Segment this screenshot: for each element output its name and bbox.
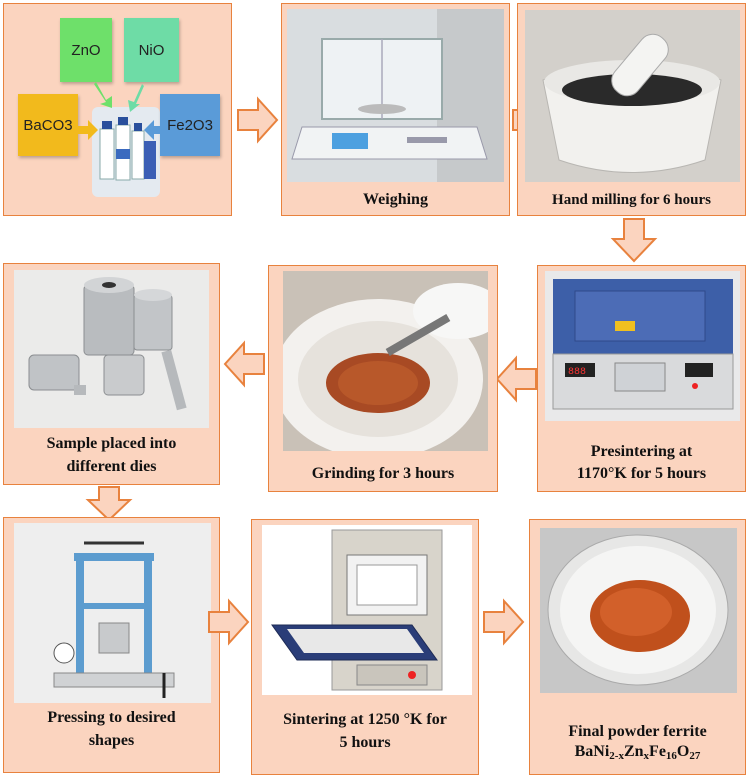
hydraulic-press-image — [14, 523, 211, 703]
pressing-box: Pressing to desired shapes — [3, 517, 220, 773]
reagent-pointer-arrows — [78, 82, 160, 140]
final-powder-caption: Final powder ferrite — [568, 723, 707, 740]
svg-text:888: 888 — [568, 367, 586, 378]
arrow-sintering-to-final — [483, 598, 525, 646]
mortar-pestle-image — [525, 10, 740, 182]
grinding-caption: Grinding for 3 hours — [311, 465, 455, 482]
grinding-box: Grinding for 3 hours — [268, 265, 498, 492]
presintering-caption-line1: Presintering at — [590, 443, 693, 460]
grinding-bowl-image — [283, 271, 488, 451]
hand-milling-caption: Hand milling for 6 hours — [552, 192, 711, 208]
final-powder-image — [540, 528, 737, 693]
sintering-caption-line1: Sintering at 1250 °K for — [283, 711, 447, 728]
arrow-milling-to-presintering — [610, 218, 658, 263]
arrow-presintering-to-grinding — [495, 355, 537, 403]
presintering-box: 888 Presintering at 1170°K for 5 hours — [537, 265, 746, 492]
dies-image — [14, 270, 209, 428]
furnace-image: 888 — [545, 271, 740, 421]
weighing-box: Weighing — [281, 3, 510, 216]
final-powder-box: Final powder ferrite BaNi2-xZnxFe16O27 — [529, 519, 746, 775]
sintering-furnace-image — [262, 525, 472, 695]
dies-caption-line2: different dies — [66, 458, 157, 475]
sintering-box: Sintering at 1250 °K for 5 hours — [251, 519, 479, 775]
arrow-grinding-to-dies — [223, 340, 265, 388]
pressing-caption-line2: shapes — [88, 732, 135, 749]
chemical-zno: ZnO — [60, 18, 112, 82]
chemical-fe2o3: Fe2O3 — [160, 94, 220, 156]
final-formula: BaNi2-xZnxFe16O27 — [574, 743, 701, 762]
arrow-dies-to-pressing — [85, 486, 133, 522]
reagents-box: ZnO NiO BaCO3 Fe2O3 — [3, 3, 232, 216]
weighing-balance-image — [287, 9, 504, 182]
arrow-reagents-to-weighing — [237, 96, 279, 144]
weighing-caption: Weighing — [363, 191, 428, 208]
dies-caption-line1: Sample placed into — [46, 435, 177, 452]
arrow-pressing-to-sintering — [208, 598, 250, 646]
chemical-baco3: BaCO3 — [18, 94, 78, 156]
presintering-caption-line2: 1170°K for 5 hours — [576, 465, 707, 482]
pressing-caption-line1: Pressing to desired — [47, 709, 176, 726]
hand-milling-box: Hand milling for 6 hours — [517, 3, 746, 216]
reagent-bottles-image — [92, 107, 160, 197]
sintering-caption-line2: 5 hours — [339, 734, 391, 751]
chemical-nio: NiO — [124, 18, 179, 82]
dies-box: Sample placed into different dies — [3, 263, 220, 485]
